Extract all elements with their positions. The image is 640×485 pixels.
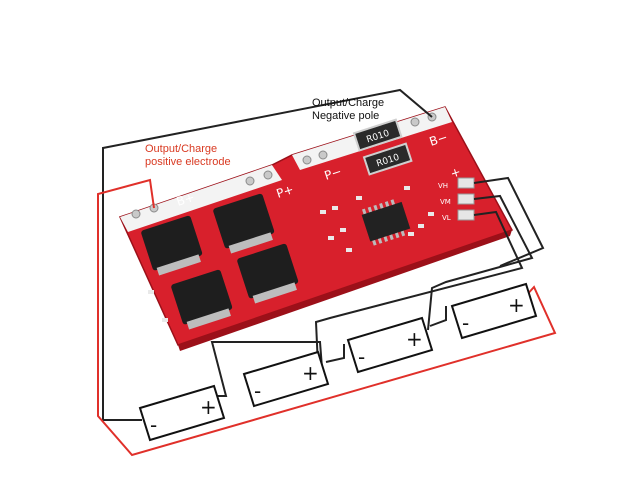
pad-label-vm: VM — [440, 198, 451, 206]
positive-electrode-callout: Output/Charge positive electrode — [145, 143, 231, 169]
battery-3: - + — [346, 316, 434, 374]
positive-callout-line-1: Output/Charge — [145, 143, 218, 155]
battery-3-plus: + — [406, 327, 423, 351]
battery-2: - + — [242, 350, 330, 408]
wire-vh — [473, 176, 545, 267]
battery-1-plus: + — [200, 395, 217, 419]
battery-4-plus: + — [508, 293, 525, 317]
negative-callout-line-2: Negative pole — [312, 110, 380, 122]
mosfet-1 — [141, 215, 203, 276]
pad-label-vl: VL — [442, 214, 451, 222]
pad-label-vh: VH — [438, 182, 448, 190]
wire-vl — [314, 210, 524, 367]
top-strip-left — [120, 165, 282, 232]
mosfet-4 — [237, 243, 299, 304]
battery-4-minus: - — [462, 311, 469, 335]
wire-bat3-bat4 — [429, 306, 447, 327]
wires — [97, 88, 557, 457]
control-ic — [361, 199, 411, 246]
mosfet-2 — [213, 193, 275, 254]
battery-4: - + — [450, 282, 538, 340]
negative-pole-callout: Output/Charge Negative pole — [312, 97, 384, 123]
bms-board: B+ P+ P− B− + R010 R010 — [118, 106, 514, 351]
wire-bat2-bat3 — [325, 344, 345, 363]
positive-callout-line-2: positive electrode — [145, 156, 231, 168]
pad-label-pplus: P+ — [275, 182, 296, 201]
pad-label-pminus: P− — [323, 164, 344, 183]
pad-label-bminus: B− — [428, 130, 450, 149]
board-edge — [178, 230, 512, 351]
battery-3-minus: - — [358, 345, 365, 369]
resistor-r010-bottom: R010 — [362, 142, 413, 176]
battery-1: - + — [138, 384, 226, 442]
smd-components — [148, 186, 434, 322]
balance-pads — [457, 177, 475, 221]
wire-vm — [427, 194, 534, 331]
battery-2-minus: - — [254, 379, 261, 403]
wire-bplus-red — [97, 178, 557, 457]
negative-callout-line-1: Output/Charge — [312, 97, 385, 109]
battery-2-plus: + — [302, 361, 319, 385]
battery-1-minus: - — [150, 413, 157, 437]
pad-label-bplus: B+ — [175, 190, 197, 209]
mosfet-3 — [171, 269, 233, 330]
wire-bat1-bat2 — [210, 341, 323, 397]
resistor-r010-top: R010 — [352, 118, 403, 152]
pad-label-plus: + — [449, 164, 463, 180]
wire-bminus-black — [102, 88, 433, 421]
